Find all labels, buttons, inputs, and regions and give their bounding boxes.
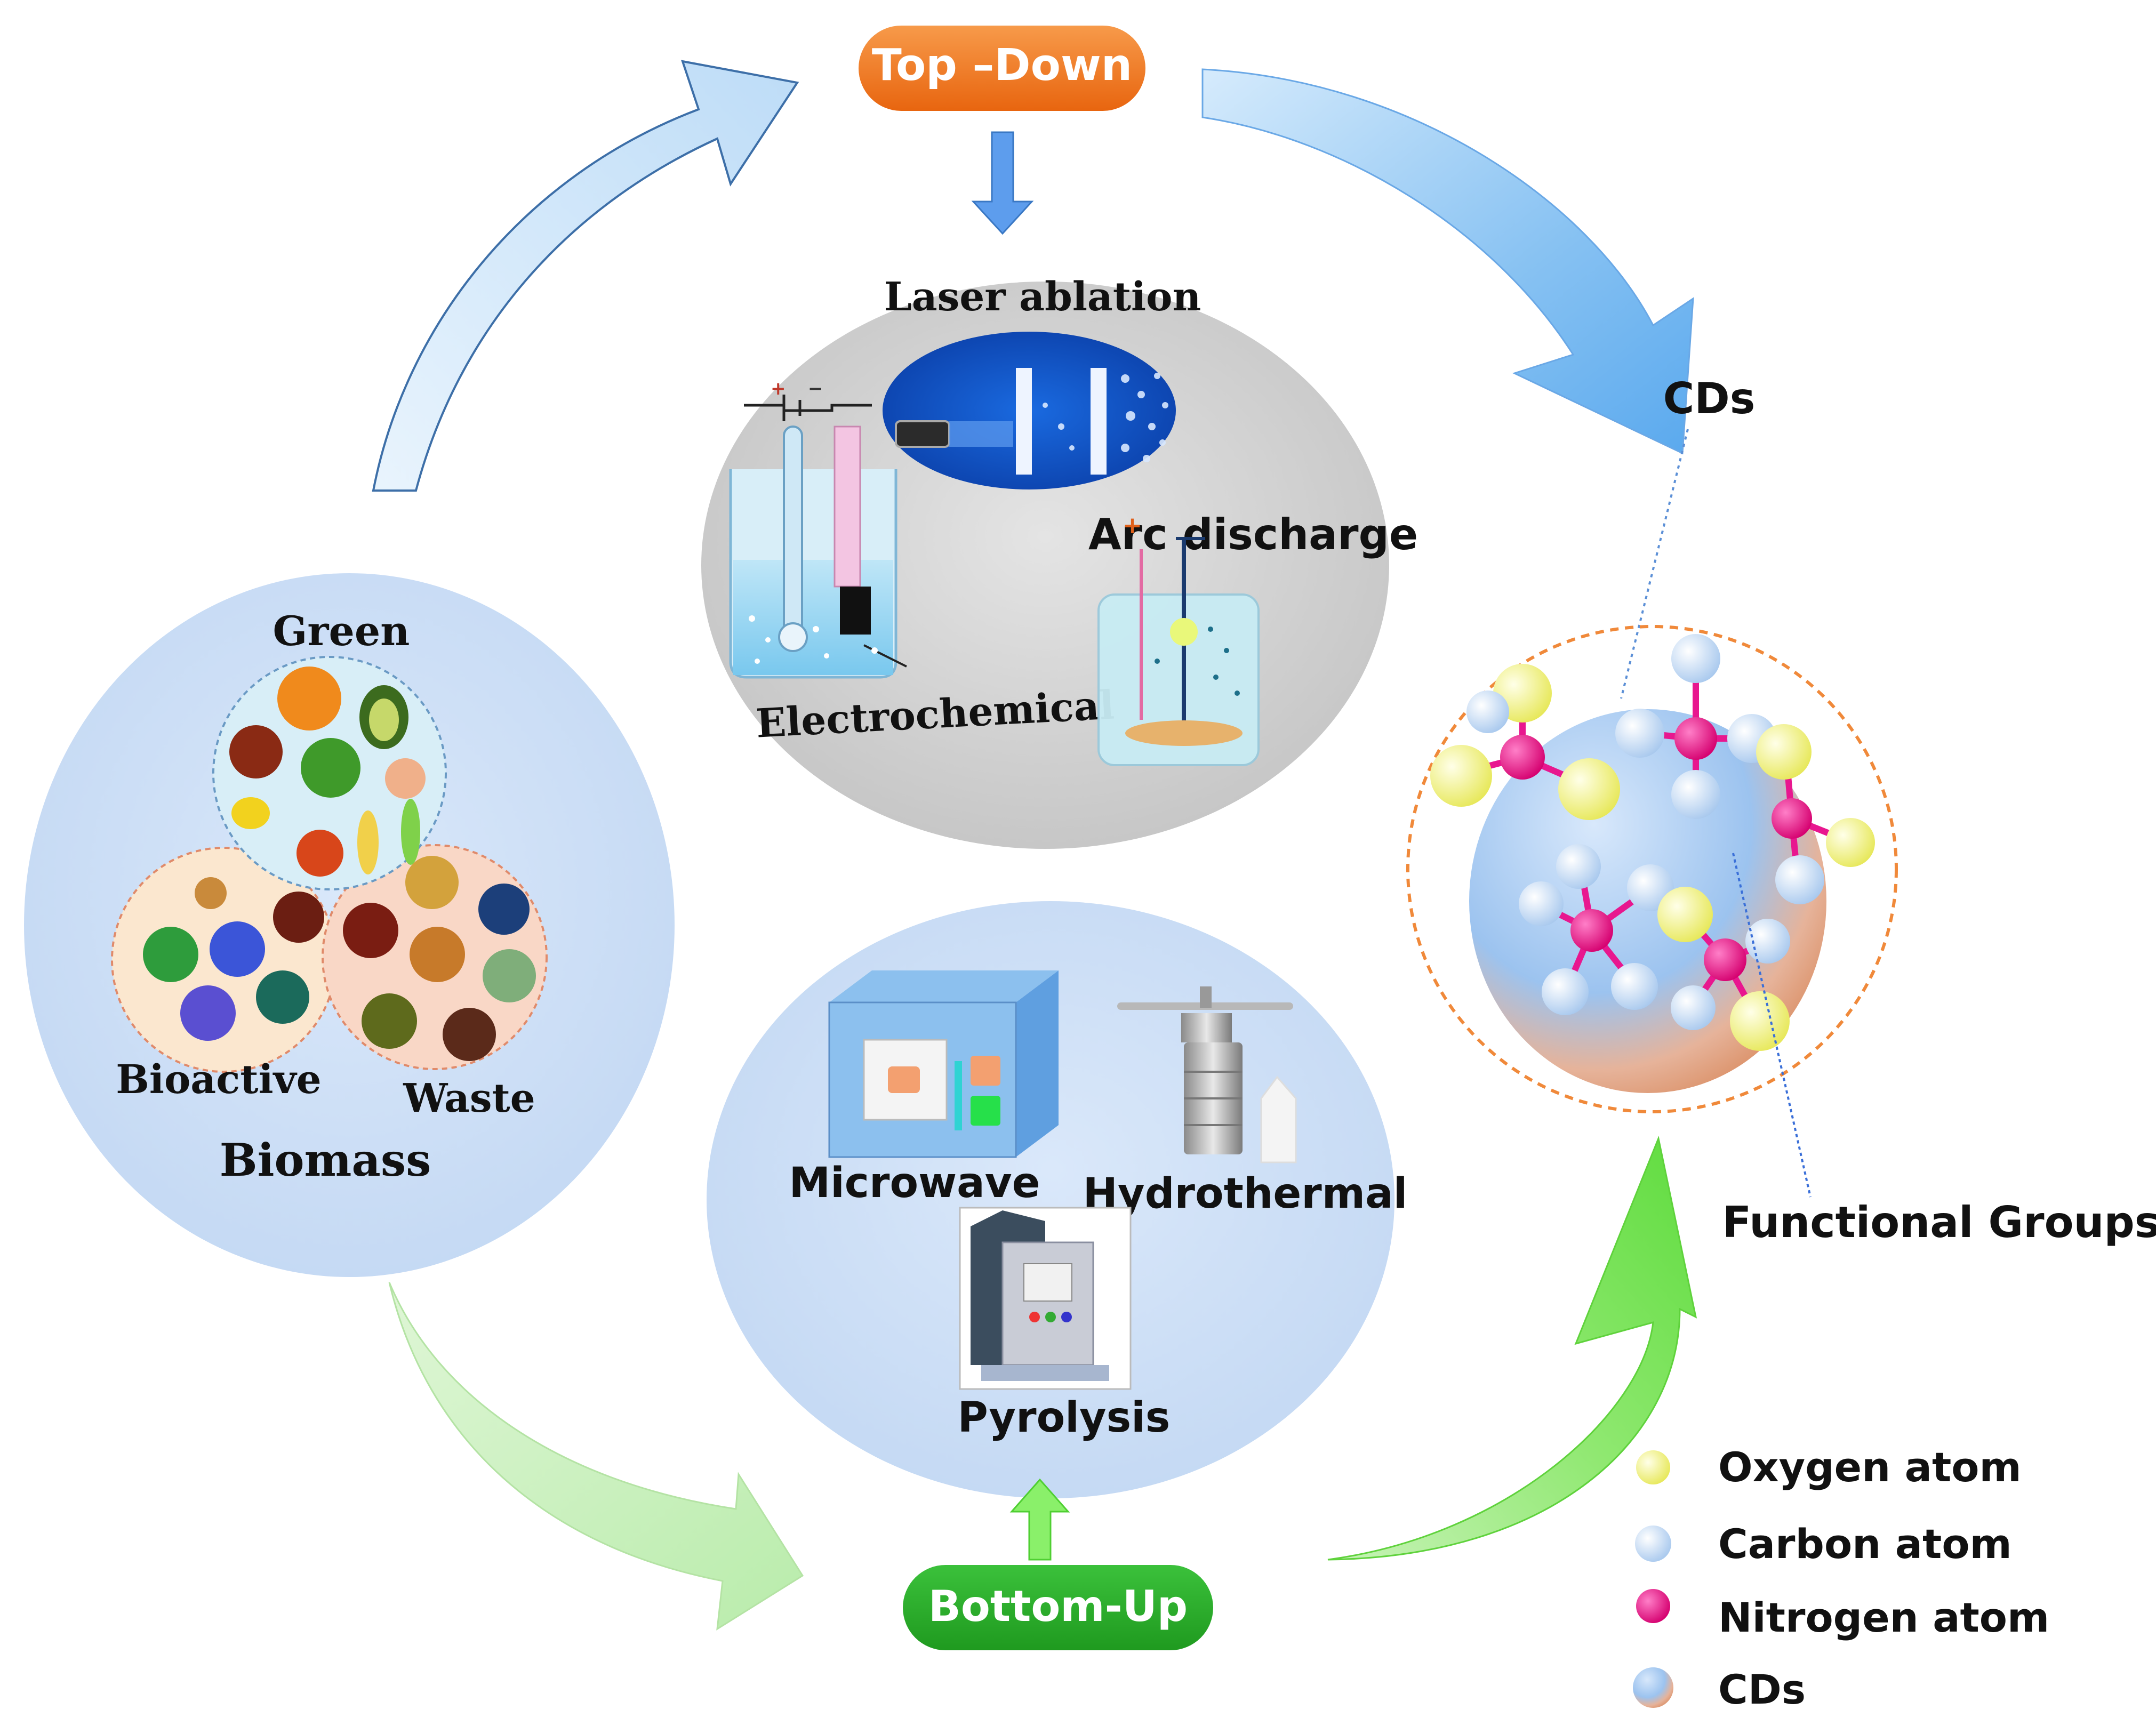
svg-text:+: + — [1123, 512, 1142, 539]
legend-item-carbon: Carbon atom — [1635, 1520, 2012, 1568]
svg-text:−: − — [808, 378, 823, 399]
green-label: Green — [273, 607, 410, 655]
biomass-label: Biomass — [220, 1134, 431, 1186]
up-arrow-to-methods — [1009, 1478, 1070, 1561]
down-arrow-to-methods — [971, 131, 1034, 235]
waste-label: Waste — [403, 1075, 535, 1121]
arc-discharge-label: Arc discharge — [1088, 510, 1418, 559]
microwave-illustration — [828, 970, 1059, 1158]
laser-ablation-illustration — [883, 332, 1176, 489]
green-circle — [212, 656, 447, 890]
electrochemical-cell-illustration: + − — [729, 378, 907, 679]
arrow-top-down-to-cds — [1201, 68, 1694, 455]
pyrolysis-label: Pyrolysis — [958, 1394, 1171, 1442]
pyrolysis-reactor-illustration — [959, 1207, 1132, 1390]
top-down-label: Top –Down — [872, 40, 1132, 91]
functional-groups-label: Functional Groups — [1722, 1198, 2156, 1247]
legend-item-nitrogen: Nitrogen atom — [1636, 1589, 2049, 1641]
legend-label: CDs — [1718, 1666, 1806, 1713]
arrow-biomass-to-bottom-up — [388, 1282, 804, 1631]
hydrothermal-label: Hydrothermal — [1083, 1170, 1408, 1218]
arc-discharge-illustration: + — [1097, 512, 1260, 766]
legend-label: Oxygen atom — [1718, 1443, 2022, 1491]
laser-ablation-label: Laser ablation — [884, 274, 1201, 320]
waste-circle — [322, 844, 548, 1070]
legend-item-oxygen: Oxygen atom — [1636, 1443, 2022, 1491]
legend: Oxygen atom Carbon atom Nitrogen atom CD… — [1633, 1443, 2049, 1713]
legend-item-cds: CDs — [1633, 1666, 1806, 1713]
cds-pointer-line — [1620, 429, 1689, 699]
arrow-bottom-up-to-cds — [1327, 1135, 1697, 1561]
functional-groups-pointer-line — [1732, 853, 1812, 1198]
cds-label: CDs — [1663, 374, 1756, 423]
microwave-label: Microwave — [789, 1159, 1040, 1207]
bioactive-label: Bioactive — [116, 1057, 321, 1103]
top-down-badge: Top –Down — [859, 26, 1145, 111]
hydrothermal-autoclave-illustration — [1117, 986, 1297, 1163]
arrow-biomass-to-top-down — [372, 60, 799, 492]
carbon-atom-swatch — [1635, 1526, 1671, 1562]
cds-particle-swatch — [1633, 1667, 1673, 1708]
nitrogen-atom-swatch — [1636, 1589, 1670, 1623]
svg-text:+: + — [771, 378, 786, 399]
oxygen-atom-swatch — [1636, 1450, 1670, 1484]
legend-label: Nitrogen atom — [1718, 1594, 2049, 1641]
bottom-up-badge: Bottom-Up — [903, 1565, 1213, 1650]
legend-label: Carbon atom — [1718, 1520, 2012, 1568]
bottom-up-label: Bottom-Up — [928, 1582, 1188, 1631]
functional-groups-molecules — [1430, 634, 1875, 1051]
cd-particle-zoom — [1406, 625, 1898, 1113]
